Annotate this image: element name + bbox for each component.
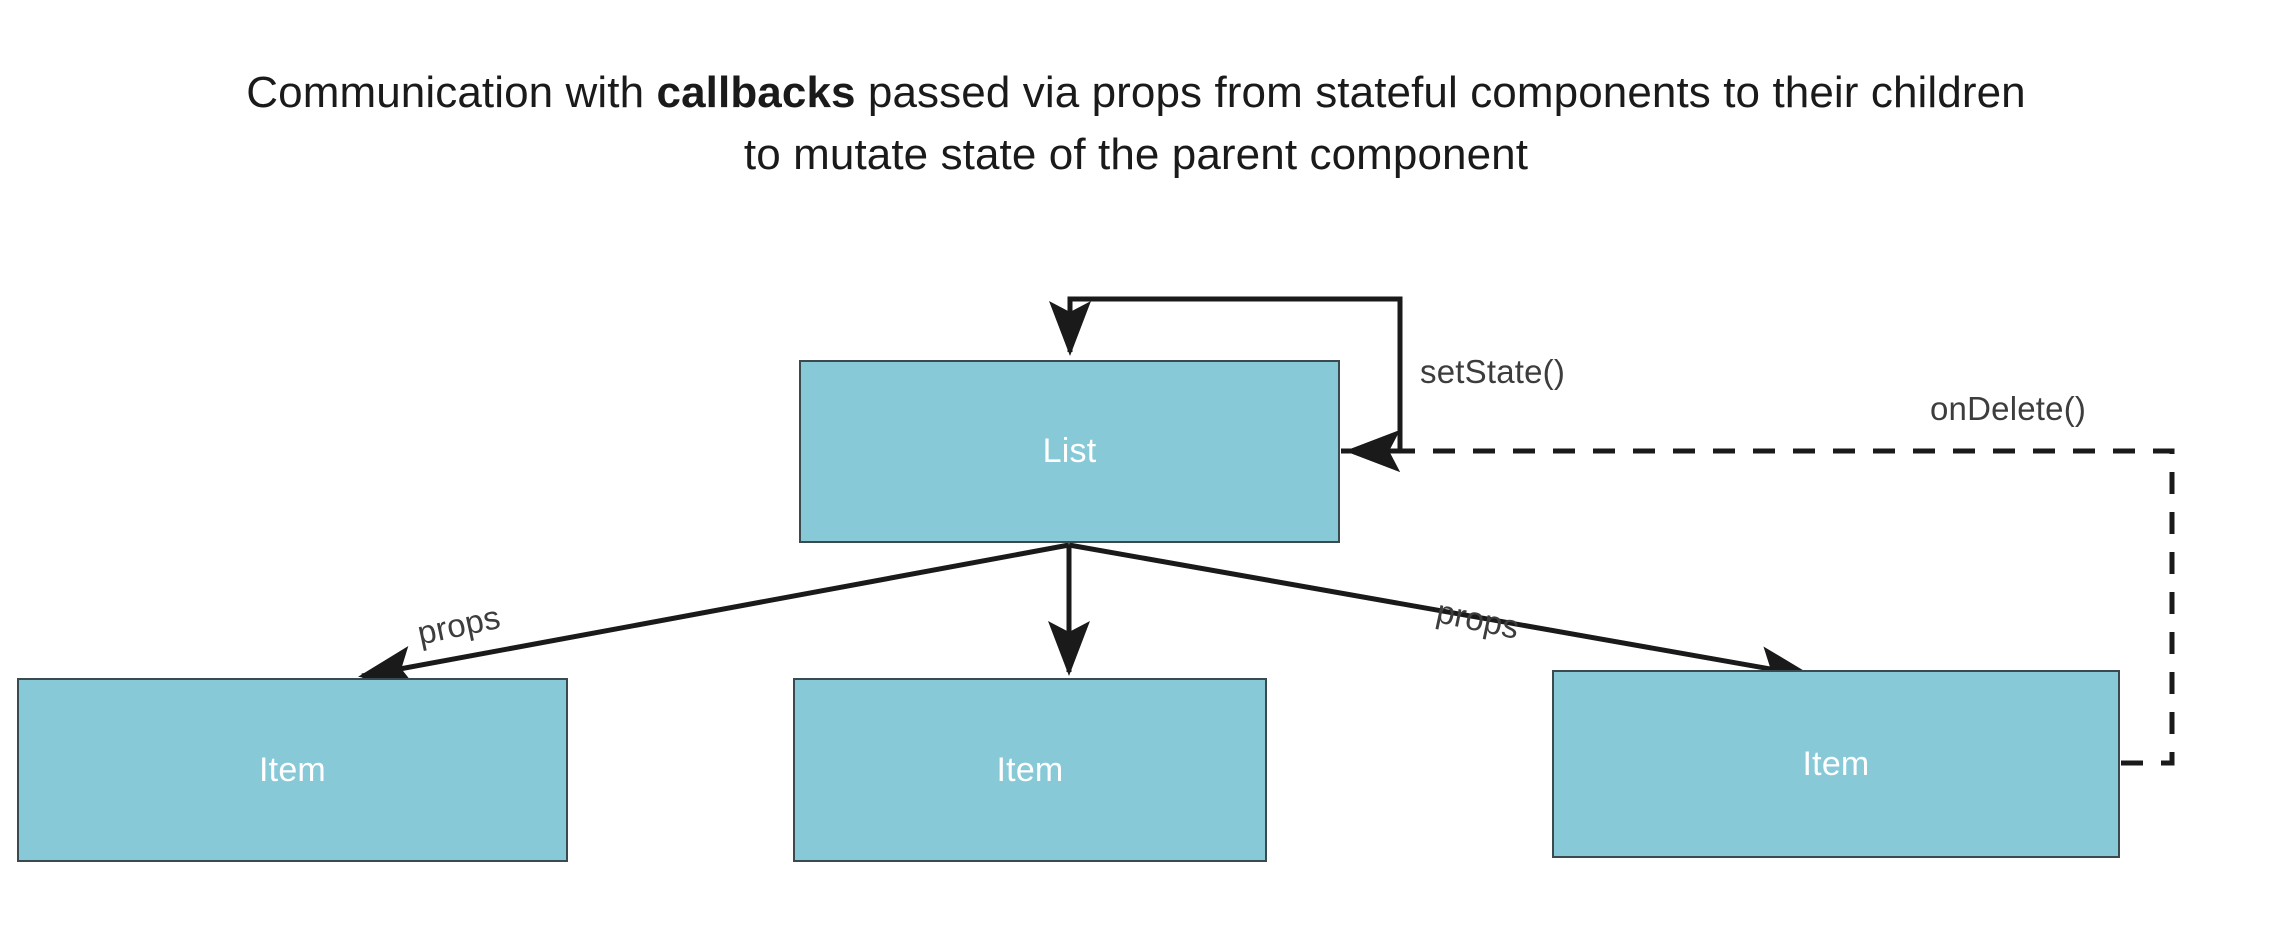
title-keyword-callbacks: callbacks: [656, 68, 856, 117]
node-list-label: List: [1042, 432, 1097, 470]
edge-ondelete: [1344, 430, 2175, 766]
title-line2: to mutate state of the parent component: [743, 130, 1529, 179]
edge-props-left: [358, 542, 1070, 688]
node-item-3[interactable]: Item: [1552, 670, 2120, 858]
edge-props-right: [1068, 542, 1814, 688]
node-item-1[interactable]: Item: [17, 678, 568, 862]
edge-label-setstate: setState(): [1420, 353, 1566, 390]
node-item-1-label: Item: [259, 750, 326, 789]
title-line1-prefix: Communication with: [246, 68, 657, 117]
title-line1-suffix: passed via props from stateful component…: [855, 68, 2026, 117]
node-list[interactable]: List: [799, 360, 1340, 543]
title-line1: Communication with callbacks passed via …: [246, 68, 2026, 117]
node-item-3-label: Item: [1802, 744, 1870, 783]
diagram-title: Communication with callbacks passed via …: [0, 62, 2272, 186]
node-item-2[interactable]: Item: [793, 678, 1267, 862]
edge-label-ondelete: onDelete(): [1930, 390, 2087, 427]
node-item-2-label: Item: [996, 750, 1064, 789]
